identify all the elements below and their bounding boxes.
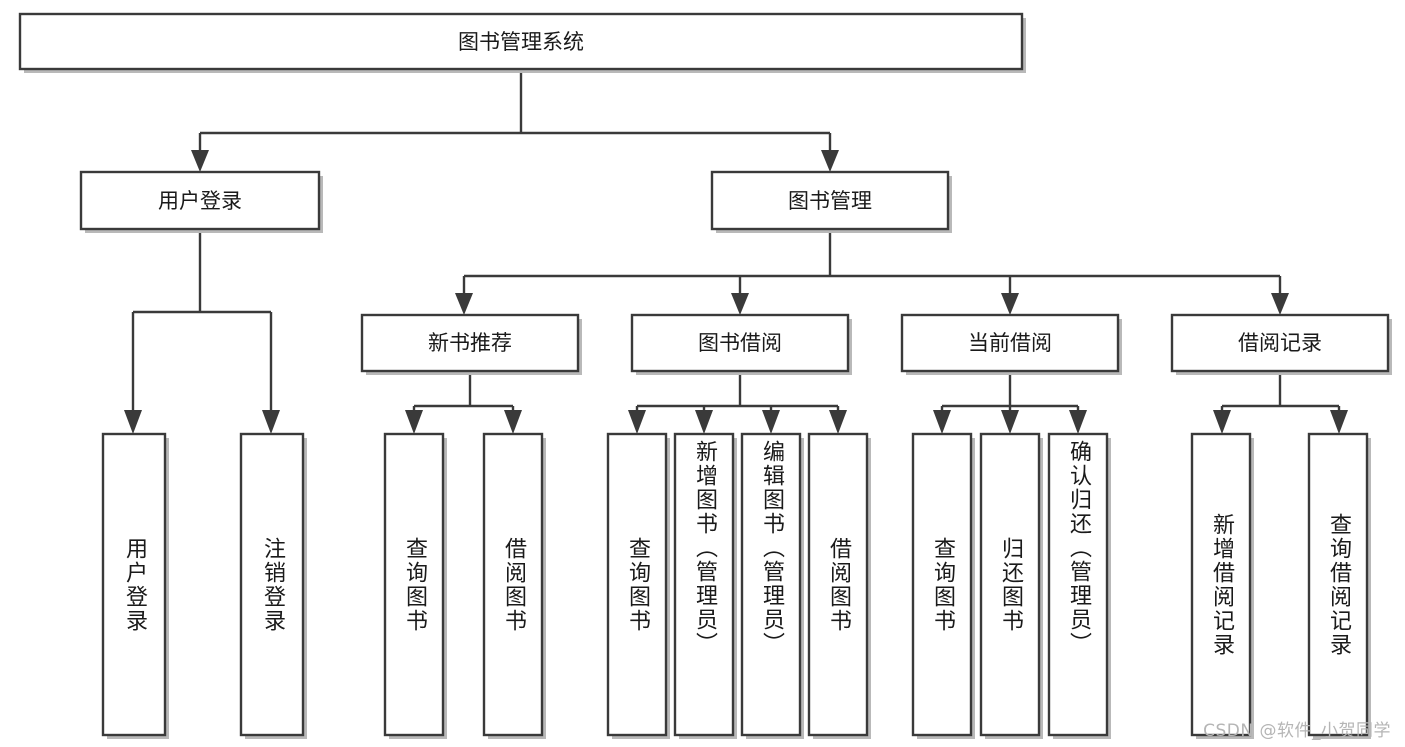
arrow-to-bookborrow — [731, 293, 749, 315]
leaf-box-current-borrow-3[interactable] — [1047, 432, 1109, 737]
node-user-login[interactable]: 用户登录 — [79, 170, 323, 233]
leaf-box-book-borrow-3[interactable] — [740, 432, 802, 737]
arrow-borrowrecord-leaf-2 — [1330, 410, 1348, 434]
leaf-box-current-borrow-2[interactable] — [979, 432, 1041, 737]
leaf-box-user-login-2[interactable] — [239, 432, 305, 737]
arrow-bookborrow-leaf-3 — [762, 410, 780, 434]
arrow-currentborrow-leaf-3 — [1069, 410, 1087, 434]
arrow-to-bookmgmt — [821, 150, 839, 172]
leaf-box-book-borrow-4[interactable] — [807, 432, 869, 737]
arrow-bookborrow-leaf-2 — [695, 410, 713, 434]
book-management-box — [710, 170, 950, 231]
arrow-to-userlogin — [191, 150, 209, 172]
root-box — [18, 12, 1024, 71]
node-root[interactable]: 图书管理系统 — [18, 12, 1026, 73]
leaf-box-book-borrow-2[interactable] — [673, 432, 735, 737]
leaf-box-new-book-1[interactable] — [383, 432, 445, 737]
arrow-userlogin-leaf-1 — [124, 410, 142, 434]
node-current-borrow[interactable]: 当前借阅 — [900, 313, 1122, 375]
node-book-borrow[interactable]: 图书借阅 — [630, 313, 852, 375]
current-borrow-box — [900, 313, 1120, 373]
root-label: 图书管理系统 — [458, 30, 584, 54]
book-management-label: 图书管理 — [788, 189, 872, 213]
arrow-newbook-leaf-2 — [504, 410, 522, 434]
arrow-to-borrowrecord — [1271, 293, 1289, 315]
current-borrow-label: 当前借阅 — [968, 331, 1052, 355]
leaf-box-current-borrow-1[interactable] — [911, 432, 973, 737]
leaf-box-user-login-1[interactable] — [101, 432, 167, 737]
new-book-recommend-label: 新书推荐 — [428, 331, 512, 355]
leaf-box-book-borrow-1[interactable] — [606, 432, 668, 737]
leaf-boxes-group — [101, 432, 1371, 739]
user-login-label: 用户登录 — [158, 189, 242, 213]
arrow-currentborrow-leaf-2 — [1001, 410, 1019, 434]
arrow-to-currentborrow — [1001, 293, 1019, 315]
borrow-record-box — [1170, 313, 1390, 373]
node-new-book-recommend[interactable]: 新书推荐 — [360, 313, 582, 375]
leaf-box-borrow-record-1[interactable] — [1190, 432, 1252, 737]
arrow-to-newbook — [455, 293, 473, 315]
arrow-newbook-leaf-1 — [405, 410, 423, 434]
node-book-management[interactable]: 图书管理 — [710, 170, 952, 233]
connector-group — [124, 69, 1348, 434]
arrow-currentborrow-leaf-1 — [933, 410, 951, 434]
arrow-bookborrow-leaf-4 — [829, 410, 847, 434]
arrow-bookborrow-leaf-1 — [628, 410, 646, 434]
borrow-record-label: 借阅记录 — [1238, 331, 1322, 355]
leaf-box-new-book-2[interactable] — [482, 432, 544, 737]
arrow-borrowrecord-leaf-1 — [1213, 410, 1231, 434]
book-borrow-box — [630, 313, 850, 373]
node-borrow-record[interactable]: 借阅记录 — [1170, 313, 1392, 375]
leaf-box-borrow-record-2[interactable] — [1307, 432, 1369, 737]
new-book-recommend-box — [360, 313, 580, 373]
user-login-box — [79, 170, 321, 231]
arrow-userlogin-leaf-2 — [262, 410, 280, 434]
book-borrow-label: 图书借阅 — [698, 331, 782, 355]
